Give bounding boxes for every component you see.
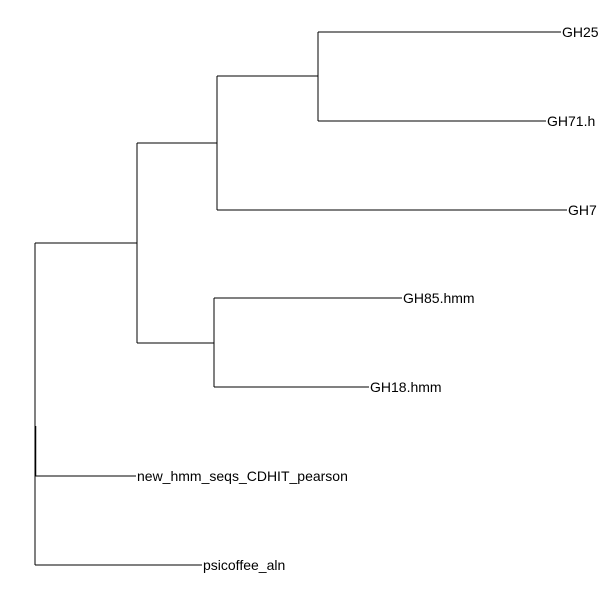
tip-label-gh85: GH85.hmm [403,290,475,306]
tip-label-new-hmm-seqs: new_hmm_seqs_CDHIT_pearson [137,468,348,484]
tip-label-psicoffee-aln: psicoffee_aln [203,557,285,573]
tree-branches [34,31,567,566]
tip-label-gh7: GH7 [568,202,597,218]
tip-labels: GH25 GH71.h GH7 GH85.hmm GH18.hmm new_hm… [137,24,599,573]
tip-label-gh71: GH71.h [547,113,595,129]
tip-label-gh25: GH25 [562,24,599,40]
tip-label-gh18: GH18.hmm [370,379,442,395]
